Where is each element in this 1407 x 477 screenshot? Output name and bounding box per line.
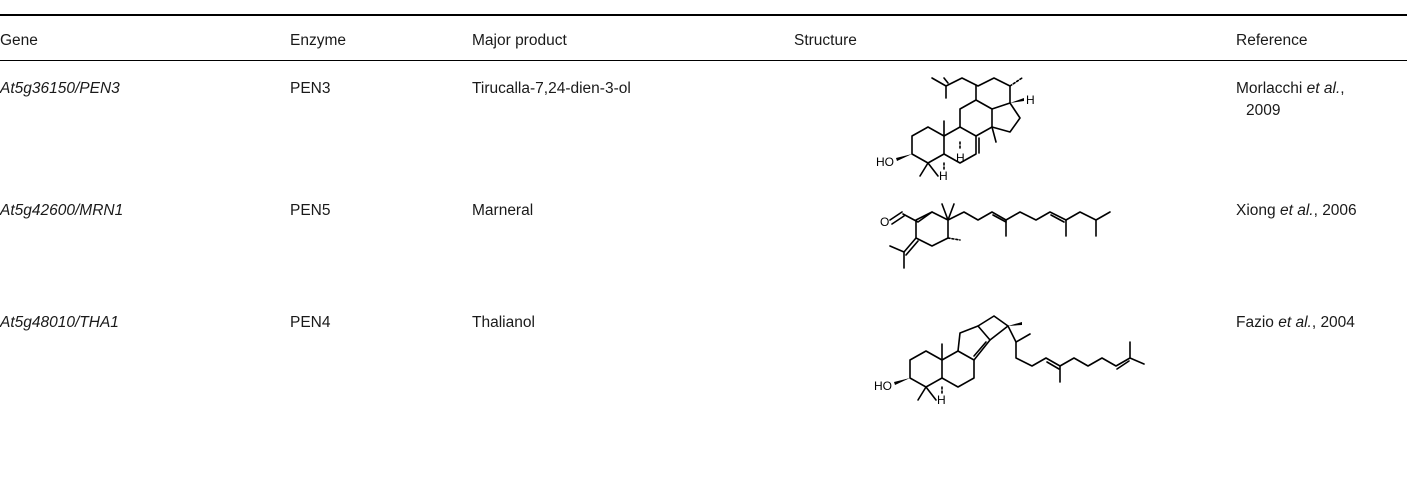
header-structure: Structure [794, 32, 857, 49]
row-2-reference: Xiong et al., 2006 [1236, 202, 1357, 219]
row-2-enzyme: PEN5 [290, 202, 331, 219]
header-enzyme: Enzyme [290, 32, 346, 49]
atom-label-h: H [937, 393, 946, 407]
row-3-enzyme: PEN4 [290, 314, 331, 331]
atom-label-h: H [939, 169, 948, 183]
row-3-product: Thalianol [472, 314, 535, 331]
atom-label-h: H [956, 151, 965, 165]
header-gene: Gene [0, 32, 38, 49]
row-1-gene: At5g36150/PEN3 [0, 80, 120, 97]
table-header-rule [0, 60, 1407, 61]
row-1-product: Tirucalla-7,24-dien-3-ol [472, 80, 631, 97]
thalianol-structure: HO H [874, 315, 1145, 407]
atom-label-ho: HO [876, 155, 894, 169]
marneral-structure: O [880, 203, 1111, 269]
atom-label-o: O [880, 215, 889, 229]
row-1-reference: Morlacchi et al., 2009 [1236, 80, 1345, 119]
row-3-reference: Fazio et al., 2004 [1236, 314, 1355, 331]
header-major-product: Major product [472, 32, 567, 49]
row-2-gene: At5g42600/MRN1 [0, 202, 124, 219]
header-reference: Reference [1236, 32, 1308, 49]
row-2-product: Marneral [472, 202, 534, 219]
atom-label-h: H [1026, 93, 1035, 107]
table-top-rule [0, 14, 1407, 16]
atom-label-ho: HO [874, 379, 892, 393]
row-3-gene: At5g48010/THA1 [0, 314, 119, 331]
row-1-enzyme: PEN3 [290, 80, 331, 97]
tirucalladienol-structure: HO H H H [876, 77, 1035, 183]
